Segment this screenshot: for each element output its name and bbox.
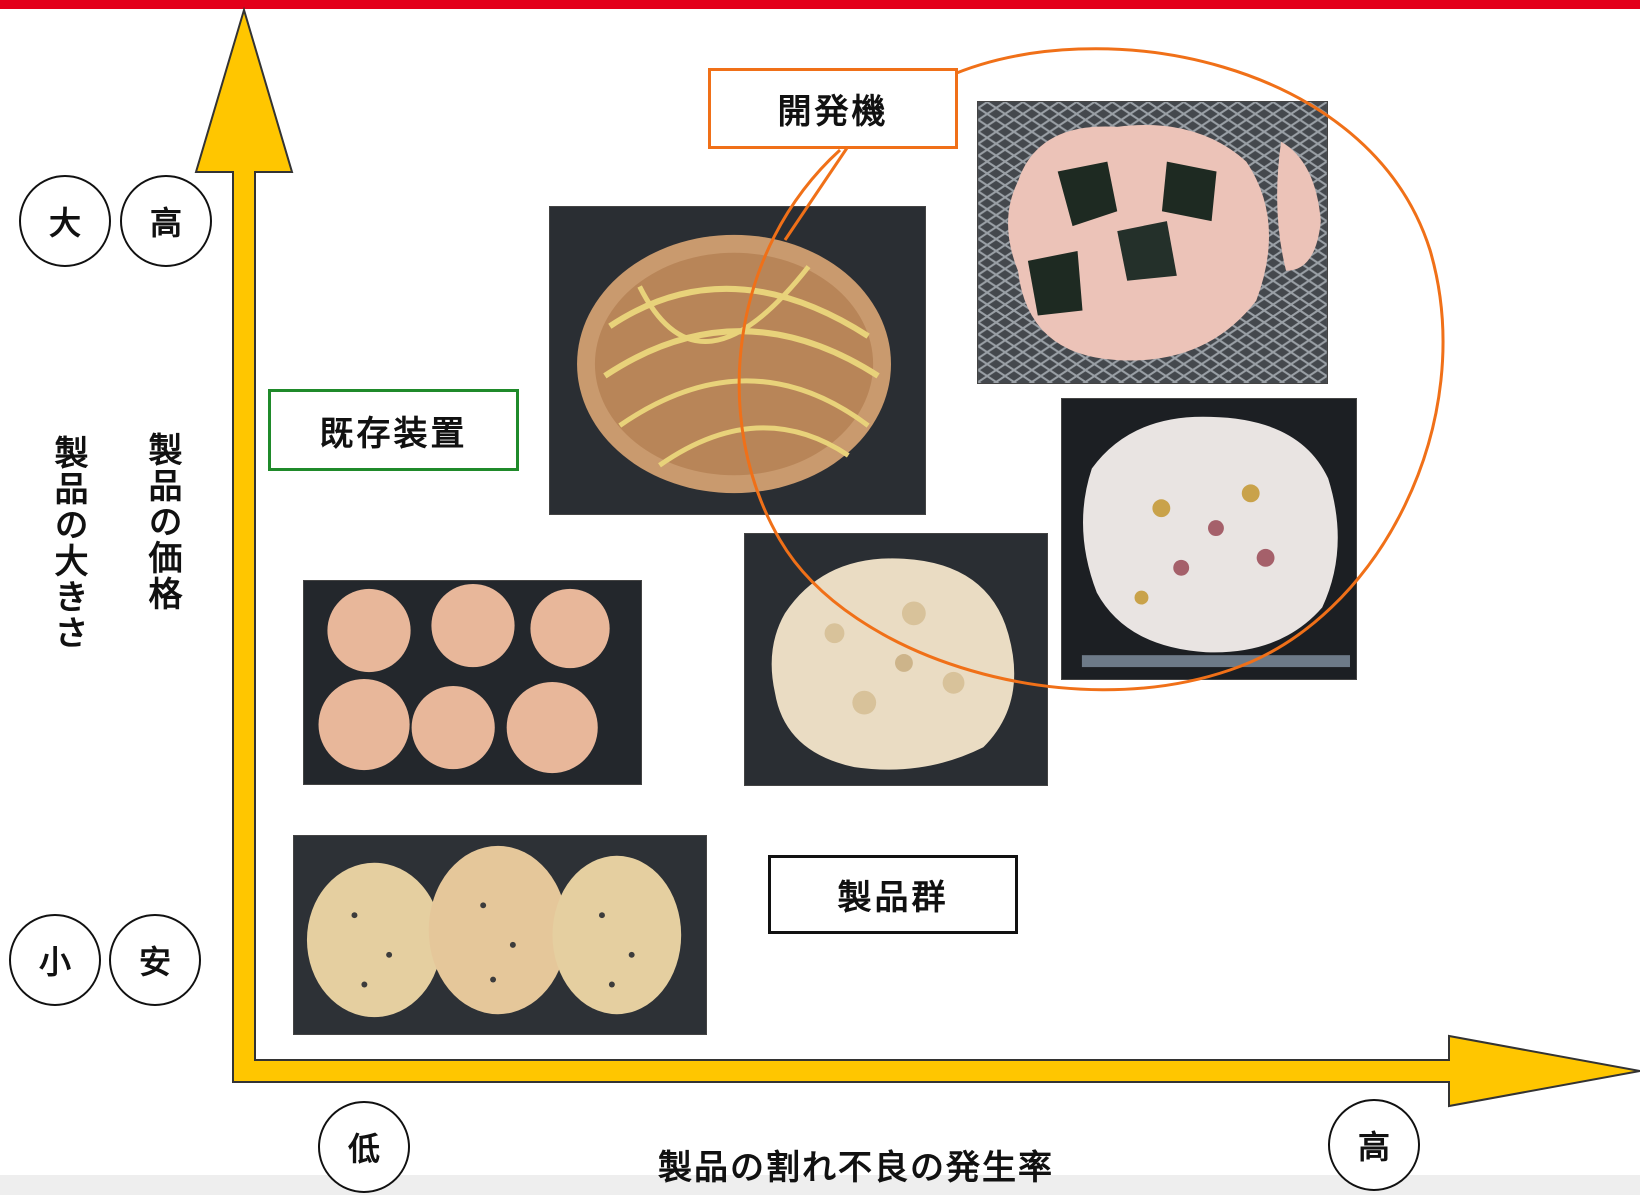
developed-machine-label: 開発機 [708,68,958,149]
x-axis-label: 製品の割れ不良の発生率 [658,1148,1054,1188]
existing-equipment-label: 既存装置 [268,389,519,471]
photo-seaweed-cracker [977,101,1328,384]
y-axis-size-label: 製品の大きさ [48,435,88,651]
photo-flake-cracker [744,533,1048,786]
size-high-circle: 大 [19,175,111,267]
y-axis-price-label: 製品の価格 [142,432,182,612]
top-red-bar [0,0,1640,9]
photo-small-crackers-six [303,580,642,785]
photo-sesame-crackers [293,835,707,1035]
price-high-circle: 高 [120,175,212,267]
photo-filled-cracker [549,206,926,515]
bottom-band [0,1175,1640,1195]
photo-large-white-cracker [1061,398,1357,680]
product-group-label: 製品群 [768,855,1018,934]
connector-line [783,147,849,241]
y-axis-arrow [194,6,294,1061]
x-low-circle: 低 [318,1101,410,1193]
x-axis-arrow [232,1034,1640,1108]
price-low-circle: 安 [109,914,201,1006]
size-low-circle: 小 [9,914,101,1006]
x-high-circle: 高 [1328,1099,1420,1191]
